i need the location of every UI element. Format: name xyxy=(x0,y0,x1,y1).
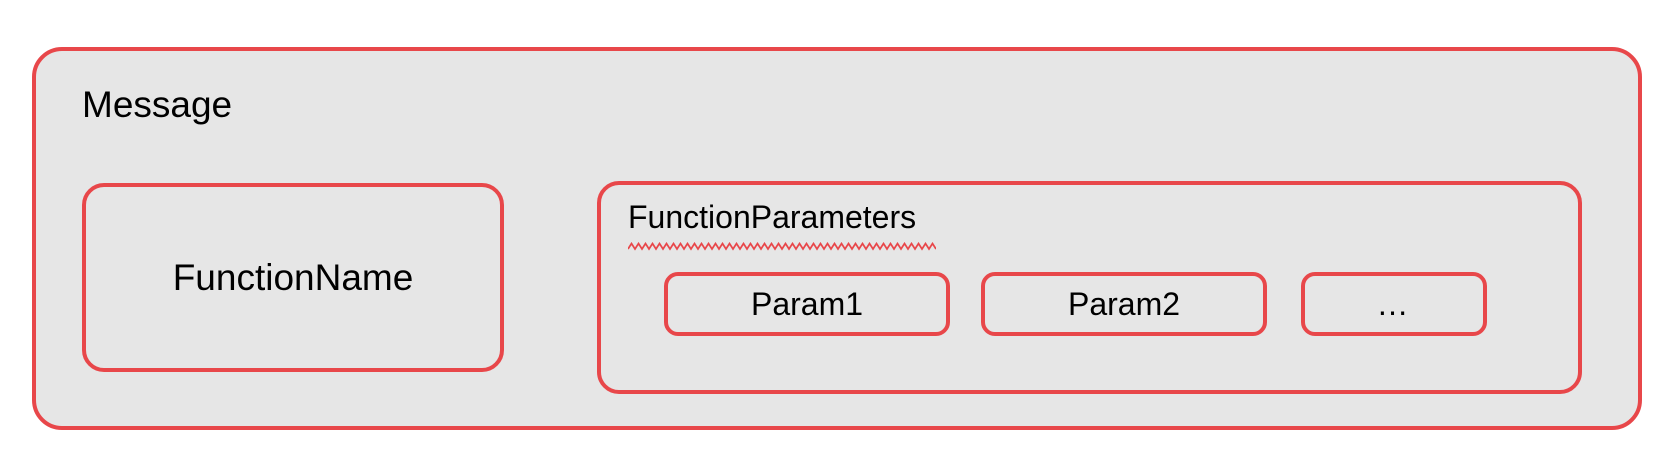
param-label-1: Param1 xyxy=(750,286,864,322)
param-label-2: Param2 xyxy=(1067,286,1181,322)
function-name-label: FunctionName xyxy=(172,256,414,298)
parameters-row: Param1 Param2 … xyxy=(601,265,1586,385)
function-name-box[interactable]: FunctionName xyxy=(82,183,504,372)
spellcheck-squiggle-icon xyxy=(628,242,936,251)
message-box[interactable]: Message FunctionName FunctionParameters … xyxy=(32,47,1642,430)
param-label-ellipsis: … xyxy=(1376,286,1412,322)
function-parameters-label: FunctionParameters xyxy=(628,199,917,235)
param-box-2[interactable]: Param2 xyxy=(981,272,1267,336)
function-parameters-box[interactable]: FunctionParameters Param1 Param2 … xyxy=(597,181,1582,394)
param-box-1[interactable]: Param1 xyxy=(664,272,950,336)
param-box-more[interactable]: … xyxy=(1301,272,1487,336)
message-label: Message xyxy=(82,84,233,125)
